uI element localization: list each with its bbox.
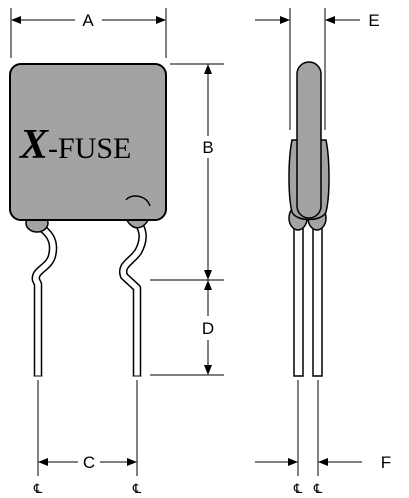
- left-lead-inner: [33, 223, 56, 376]
- right-lead-inner: [120, 217, 146, 376]
- brand-logo: X-FUSE: [18, 122, 131, 168]
- dim-d-label: D: [202, 319, 214, 338]
- fuse-body: [9, 63, 167, 221]
- centerline-mark-f-left: ℄: [293, 481, 303, 496]
- dim-f-label: F: [381, 453, 391, 472]
- right-solder-blob-top: [125, 195, 151, 207]
- centerline-mark-f-right: ℄: [313, 481, 323, 496]
- side-view: E F ℄ ℄: [255, 8, 391, 496]
- centerline-mark-c-left: ℄: [33, 481, 43, 496]
- side-body: [296, 61, 322, 219]
- centerline-mark-c-right: ℄: [132, 481, 142, 496]
- side-lead-right: [312, 219, 323, 377]
- dim-c-label: C: [83, 453, 95, 472]
- front-view: A B D X-FUSE: [9, 8, 224, 496]
- side-lead-left: [293, 219, 304, 377]
- dim-a-label: A: [82, 11, 94, 30]
- dim-e-label: E: [368, 11, 379, 30]
- dim-b-label: B: [202, 138, 213, 157]
